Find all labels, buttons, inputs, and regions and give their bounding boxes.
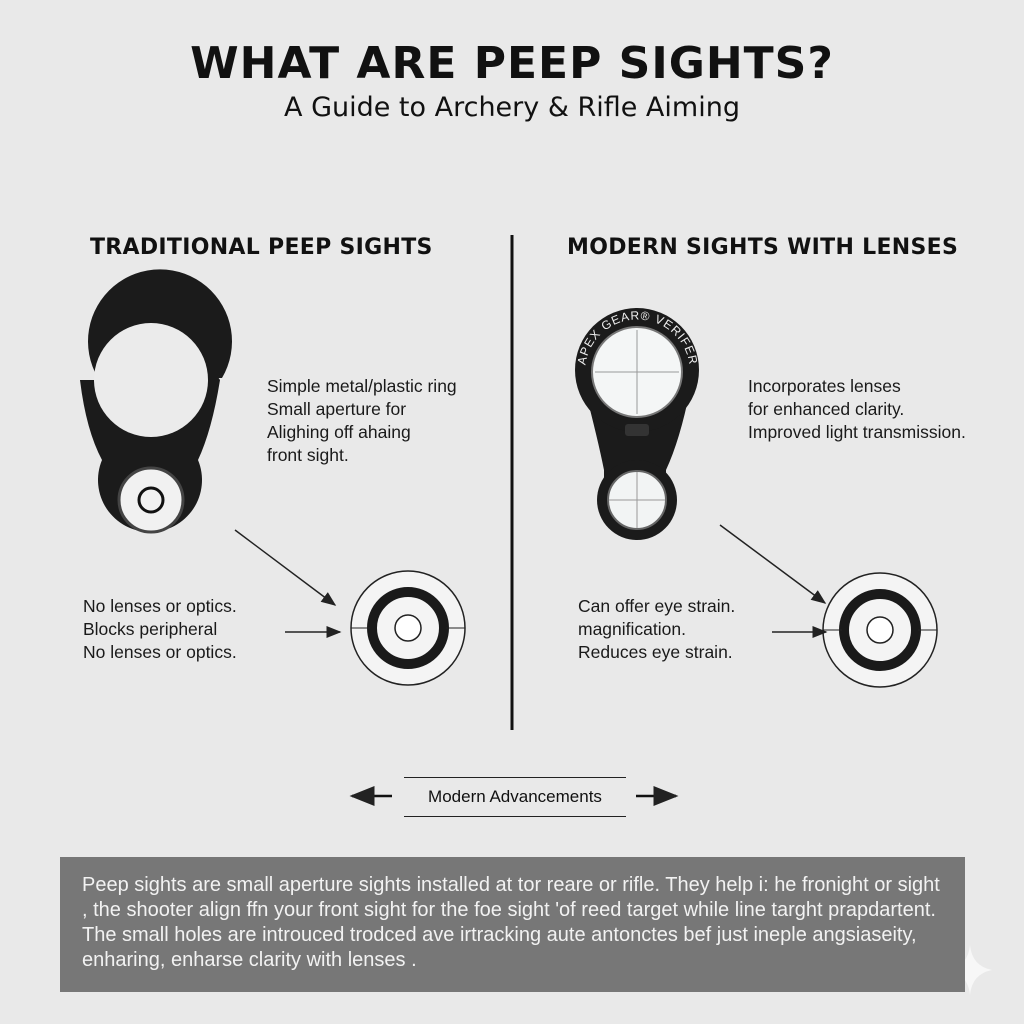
modern-drawbacks: Can offer eye strain. magnification. Red… — [578, 596, 736, 662]
page-title: WHAT ARE PEEP SIGHTS? — [190, 38, 834, 89]
arrow — [719, 524, 827, 604]
target-icon-right — [822, 572, 938, 688]
modern-peep-sight-icon: APEX GEAR® VERIFER — [574, 308, 700, 540]
arrow — [234, 529, 337, 606]
traditional-peep-sight-icon — [80, 269, 233, 534]
modern-heading: MODERN SIGHTS WITH LENSES — [567, 235, 959, 260]
traditional-drawbacks: No lenses or optics. Blocks peripheral N… — [83, 596, 237, 662]
modern-advancements-label: Modern Advancements — [404, 777, 626, 817]
modern-features: Incorporates lenses for enhanced clarity… — [748, 376, 966, 442]
description-box: Peep sights are small aperture sights in… — [60, 857, 965, 992]
target-icon-left — [350, 570, 466, 686]
traditional-features: Simple metal/plastic ring Small aperture… — [267, 376, 457, 465]
traditional-heading: TRADITIONAL PEEP SIGHTS — [90, 235, 433, 260]
sparkle-icon — [948, 945, 992, 995]
page-subtitle: A Guide to Archery & Rifle Aiming — [284, 92, 740, 123]
